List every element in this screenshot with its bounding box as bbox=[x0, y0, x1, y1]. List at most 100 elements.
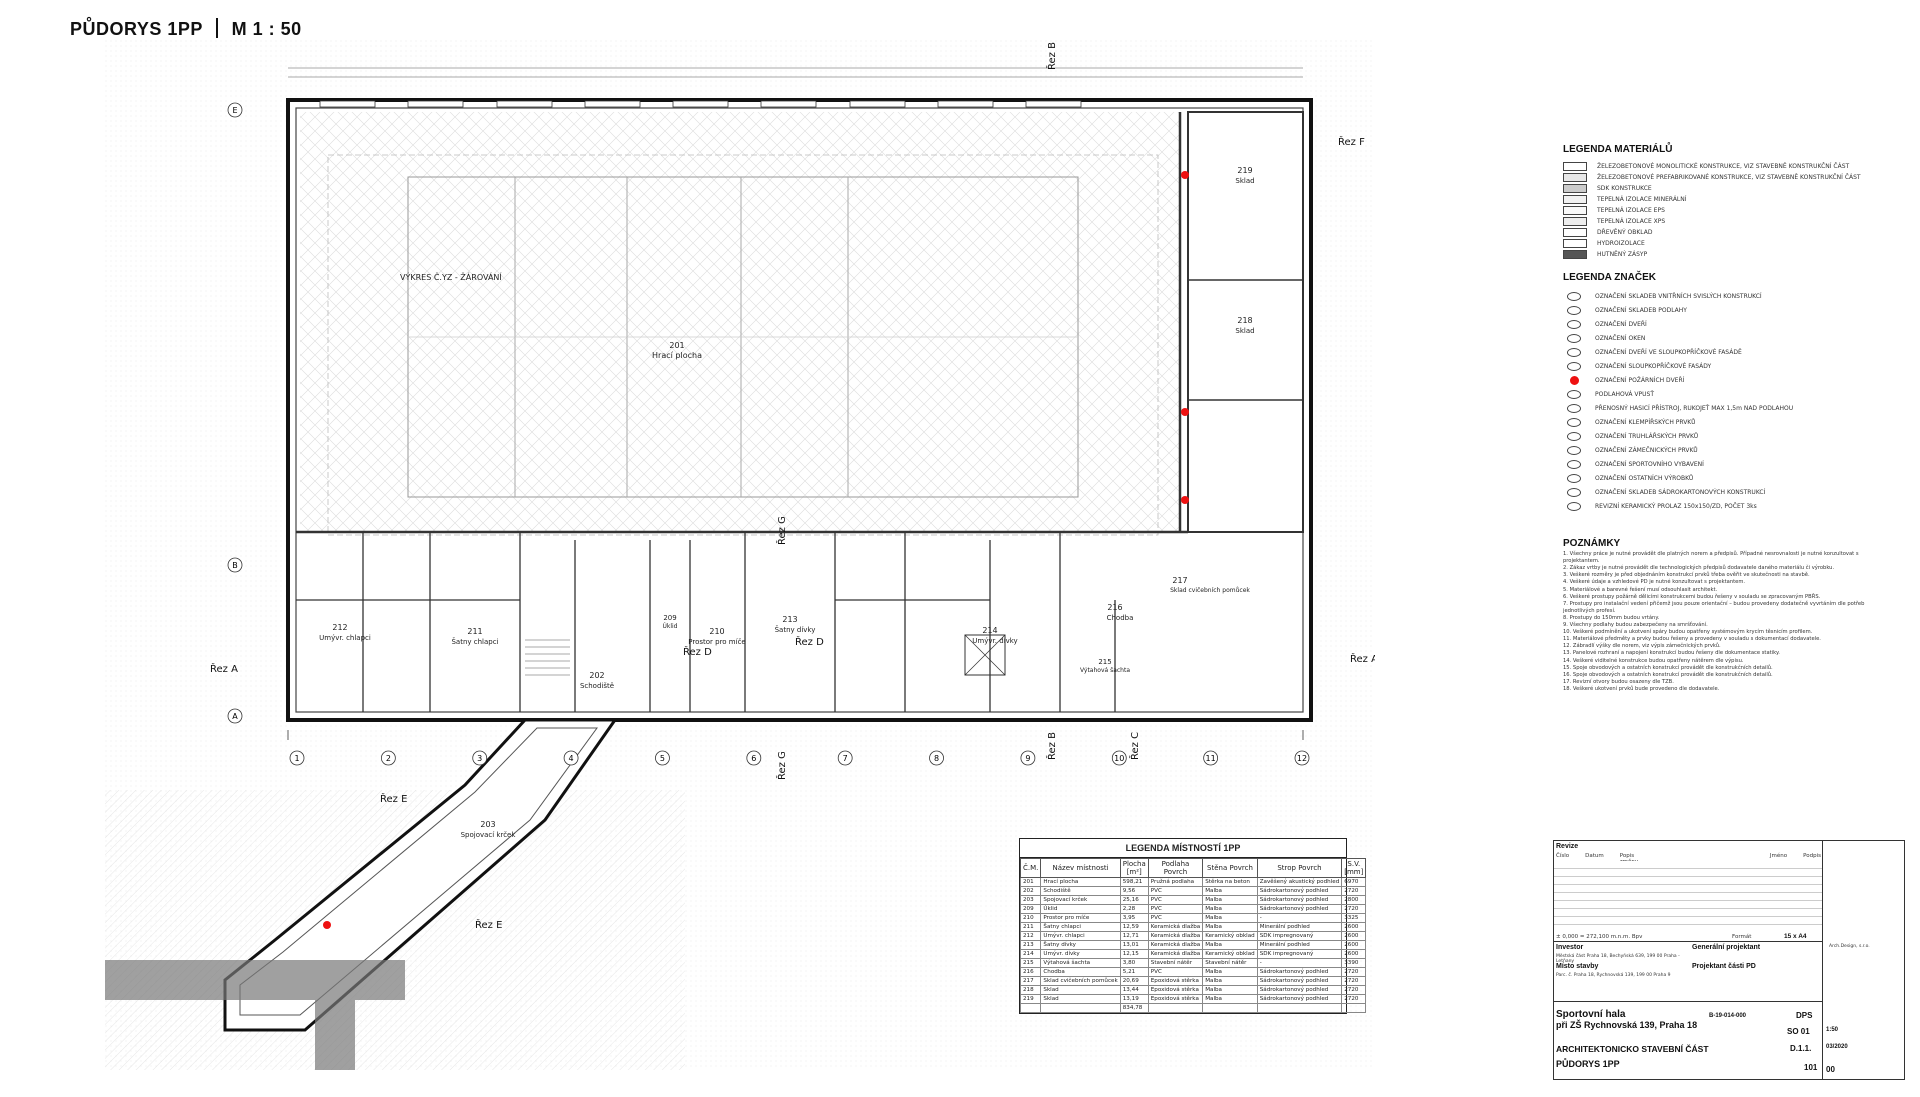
tb-rev-col-sign: Podpis bbox=[1803, 853, 1821, 859]
symbol-icon bbox=[1563, 403, 1585, 413]
grid-column-label: 12 bbox=[1297, 754, 1307, 763]
legend-symbol-row: OZNAČENÍ ZÁMEČNICKÝCH PRVKŮ bbox=[1563, 443, 1793, 457]
tb-site: Parc. č. Praha 18, Rychnovská 139, 199 0… bbox=[1556, 973, 1671, 978]
table-cell: 202 bbox=[1019, 886, 1042, 896]
legend-material-row: ŽELEZOBETONOVÉ PREFABRIKOVANÉ KONSTRUKCE… bbox=[1563, 172, 1861, 183]
note-item: 12. Zábradlí výšky dle norem, viz výpis … bbox=[1563, 643, 1721, 650]
table-cell: Prostor pro míče bbox=[1040, 913, 1121, 923]
room-table-header: Plocha [m²] bbox=[1119, 858, 1149, 878]
tb-rev-col-no: Číslo bbox=[1556, 853, 1570, 859]
legend-symbol-row: PŘENOSNÝ HASICÍ PŘÍSTROJ, RUKOJEŤ MAX 1,… bbox=[1563, 401, 1793, 415]
grid-column-label: 8 bbox=[934, 754, 939, 763]
table-cell: PVC bbox=[1147, 967, 1204, 977]
table-cell: Sklad cvičebních pomůcek bbox=[1040, 976, 1121, 986]
table-cell: 2720 bbox=[1341, 976, 1367, 986]
room-table-header: Podlaha Povrch bbox=[1147, 858, 1204, 878]
table-cell: Epoxidová stěrka bbox=[1147, 994, 1204, 1004]
title-separator bbox=[216, 18, 219, 38]
table-cell: 203 bbox=[1019, 895, 1042, 905]
symbol-icon bbox=[1563, 473, 1585, 483]
table-cell: 2600 bbox=[1341, 949, 1367, 959]
note-item: 1. Všechny práce je nutné provádět dle p… bbox=[1563, 551, 1859, 565]
grid-column-label: 2 bbox=[386, 754, 391, 763]
table-cell: Spojovací krček bbox=[1040, 895, 1121, 905]
symbol-icon bbox=[1563, 333, 1585, 343]
symbol-icon bbox=[1563, 347, 1585, 357]
table-cell: Hrací plocha bbox=[1040, 877, 1121, 887]
table-cell: 214 bbox=[1019, 949, 1042, 959]
tb-project-no: B-19-014-000 bbox=[1709, 1013, 1747, 1019]
section-label-f: Řez F bbox=[1338, 135, 1365, 148]
legend-symbol-label: OZNAČENÍ SPORTOVNÍHO VYBAVENÍ bbox=[1595, 460, 1704, 468]
table-cell: Keramická dlažba bbox=[1147, 949, 1204, 959]
table-cell: Sádrokartonový podhled bbox=[1256, 985, 1343, 995]
tb-revize: Revize bbox=[1556, 843, 1579, 850]
section-label-d: Řez D bbox=[683, 645, 712, 658]
table-cell: Výtahová šachta bbox=[1040, 958, 1121, 968]
table-cell: SDK impregnovaný bbox=[1256, 949, 1343, 959]
tb-revision: 00 bbox=[1826, 1065, 1835, 1074]
room-217-name: Sklad cvičebních pomůcek bbox=[1170, 587, 1250, 594]
legend-symbol-row: OZNAČENÍ OKEN bbox=[1563, 331, 1793, 345]
symbol-icon bbox=[1563, 361, 1585, 371]
grid-column-label: 10 bbox=[1114, 754, 1124, 763]
room-212-num: 212 bbox=[332, 623, 347, 632]
existing-building-wall-2 bbox=[315, 1000, 355, 1070]
legend-symbol-label: OZNAČENÍ DVEŘÍ VE SLOUPKOPŘÍČKOVÉ FASÁDĚ bbox=[1595, 348, 1742, 356]
tb-revision-lines bbox=[1554, 861, 1822, 931]
table-cell: 12,15 bbox=[1119, 949, 1149, 959]
legend-symbol-label: PODLAHOVÁ VPUSŤ bbox=[1595, 390, 1654, 398]
legend-material-swatch bbox=[1563, 173, 1587, 182]
symbol-icon bbox=[1563, 501, 1585, 511]
note-item: 8. Prostupy do 150mm budou vrtány. bbox=[1563, 614, 1660, 621]
tb-site-label: Místo stavby bbox=[1556, 963, 1599, 970]
room-201-floor[interactable] bbox=[300, 112, 1180, 532]
legend-material-row: TEPELNÁ IZOLACE EPS bbox=[1563, 205, 1861, 216]
table-cell: 13,44 bbox=[1119, 985, 1149, 995]
room-219-name: Sklad bbox=[1235, 177, 1254, 185]
grid-column-label: 5 bbox=[660, 754, 665, 763]
legend-symbols-title: LEGENDA ZNAČEK bbox=[1563, 272, 1656, 283]
legend-symbol-label: OZNAČENÍ KLEMPÍŘSKÝCH PRVKŮ bbox=[1595, 418, 1696, 426]
row-label-b: B bbox=[232, 561, 238, 570]
symbol-icon bbox=[1563, 431, 1585, 441]
table-cell: Minerální podhled bbox=[1256, 922, 1343, 932]
table-cell: Umývr. dívky bbox=[1040, 949, 1121, 959]
section-label-a-right: Řez A bbox=[1350, 652, 1375, 665]
room-table-header: Stěna Povrch bbox=[1202, 858, 1258, 878]
table-cell: 212 bbox=[1019, 931, 1042, 941]
room-201-name: Hrací plocha bbox=[652, 351, 702, 360]
grid-column-label: 1 bbox=[294, 754, 299, 763]
table-cell: Sádrokartonový podhled bbox=[1256, 976, 1343, 986]
note-item: 15. Spoje obvodových a ostatních konstru… bbox=[1563, 664, 1773, 671]
legend-symbol-row: OZNAČENÍ SKLADEB PODLAHY bbox=[1563, 303, 1793, 317]
table-cell: 218 bbox=[1019, 985, 1042, 995]
table-cell: Pružná podlaha bbox=[1147, 877, 1204, 887]
table-cell: 25,16 bbox=[1119, 895, 1149, 905]
grid-column-bubble bbox=[380, 750, 396, 766]
fire-door-markers bbox=[323, 171, 1189, 929]
table-cell: Sádrokartonový podhled bbox=[1256, 904, 1343, 914]
room-table-title: LEGENDA MÍSTNOSTÍ 1PP bbox=[1020, 839, 1346, 858]
tb-drawing-no: 101 bbox=[1804, 1063, 1818, 1072]
legend-symbol-row: OZNAČENÍ KLEMPÍŘSKÝCH PRVKŮ bbox=[1563, 415, 1793, 429]
grid-column-bubble bbox=[1020, 750, 1036, 766]
tb-format: 15 x A4 bbox=[1784, 933, 1807, 940]
room-210-num: 210 bbox=[709, 627, 724, 636]
legend-material-row: HYDROIZOLACE bbox=[1563, 238, 1861, 249]
room-203-name: Spojovací krček bbox=[461, 831, 517, 839]
notes-block: POZNÁMKY 1. Všechny práce je nutné prová… bbox=[1563, 538, 1883, 693]
grid-column-bubble bbox=[929, 750, 944, 766]
table-cell: Sklad bbox=[1040, 994, 1121, 1004]
table-cell: 13,01 bbox=[1119, 940, 1149, 950]
table-cell bbox=[1019, 1003, 1042, 1013]
table-cell: Stěrka na beton bbox=[1202, 877, 1258, 887]
